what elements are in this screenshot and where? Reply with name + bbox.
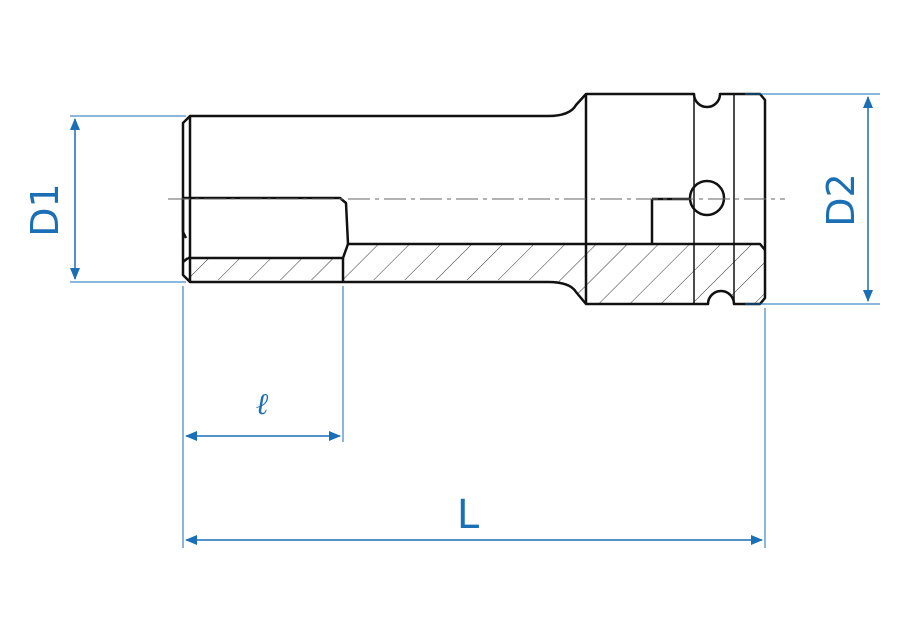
dimension-lines (70, 96, 873, 545)
extension-lines (70, 93, 880, 548)
ell-label: ℓ (256, 387, 269, 422)
d2-label: D2 (819, 173, 863, 226)
hatched-section (183, 244, 765, 304)
length-label: L (457, 492, 480, 538)
d1-label: D1 (23, 183, 67, 236)
